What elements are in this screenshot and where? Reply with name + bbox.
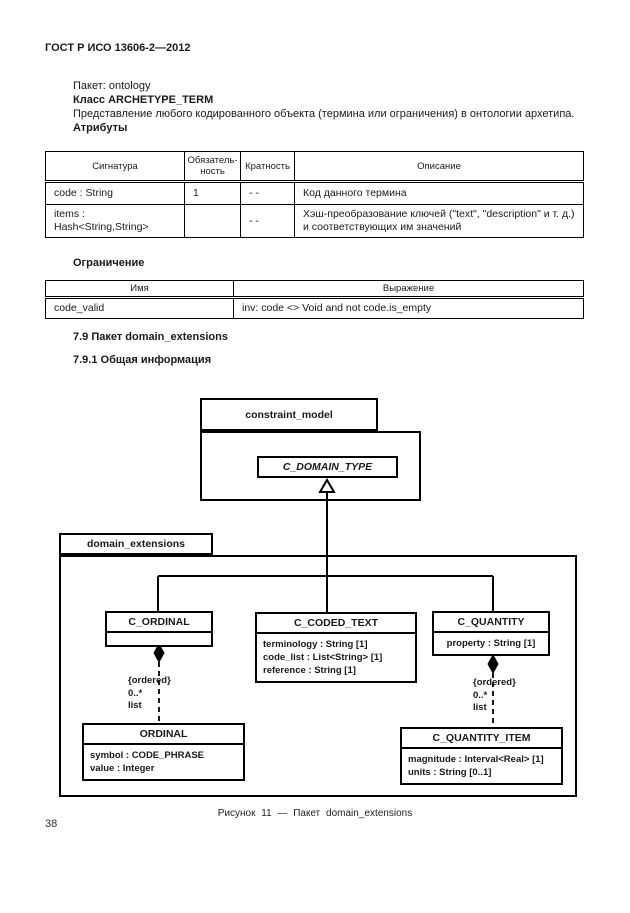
class-name: C_QUANTITY <box>434 613 548 633</box>
cell-mandatory <box>184 204 241 238</box>
class-attributes: terminology : String [1] code_list : Lis… <box>257 634 415 681</box>
class-c-quantity: C_QUANTITY property : String [1] <box>432 611 550 656</box>
association-multiplicity: 0..* <box>473 689 488 701</box>
generalization-arrow <box>318 478 336 493</box>
class-attribute: units : String [0..1] <box>408 767 492 778</box>
section-7-9-1: 7.9.1 Общая информация <box>73 354 212 366</box>
cell-expression: inv: code <> Void and not code.is_empty <box>233 297 584 319</box>
cell-description: Хэш-преобразование ключей ("text", "desc… <box>294 204 584 238</box>
col-description: Описание <box>294 151 584 183</box>
package-label: domain_extensions <box>86 538 186 550</box>
package-body-domain-extensions <box>59 555 577 797</box>
attributes-table: Сигнатура Обязатель­ность Кратность Опис… <box>45 151 584 238</box>
table-row: code_valid inv: code <> Void and not cod… <box>45 297 584 319</box>
diagram-connectors <box>153 478 499 727</box>
doc-header: ГОСТ Р ИСО 13606-2—2012 <box>45 42 191 54</box>
cell-signature: code : String <box>45 181 185 205</box>
section-7-9: 7.9 Пакет domain_extensions <box>73 331 228 343</box>
col-signature: Сигнатура <box>45 151 185 183</box>
association-labels-right: {ordered} 0..* list <box>473 677 516 715</box>
package-tab-domain-extensions: domain_extensions <box>59 533 213 555</box>
association-multiplicity: 0..* <box>128 687 143 699</box>
class-attribute: code_list : List<String> [1] <box>263 652 383 663</box>
class-attribute: property : String [1] <box>446 638 536 649</box>
class-attribute: symbol : CODE_PHRASE <box>90 750 205 761</box>
class-line: Класс ARCHETYPE_TERM <box>73 94 214 106</box>
cell-cardinality: - - <box>240 204 295 238</box>
class-name: C_CODED_TEXT <box>257 614 415 634</box>
constraint-table: Имя Выражение code_valid inv: code <> Vo… <box>45 280 584 319</box>
class-name: ORDINAL <box>84 725 243 745</box>
class-name: C_ORDINAL <box>107 613 211 633</box>
col-name: Имя <box>45 280 234 299</box>
class-c-quantity-item: C_QUANTITY_ITEM magnitude : Interval<Rea… <box>400 727 563 785</box>
class-c-ordinal: C_ORDINAL <box>105 611 213 647</box>
class-attribute: magnitude : Interval<Real> [1] <box>408 754 544 765</box>
class-name: C_DOMAIN_TYPE <box>282 461 373 473</box>
class-c-coded-text: C_CODED_TEXT terminology : String [1] co… <box>255 612 417 683</box>
class-attribute: reference : String [1] <box>263 665 356 676</box>
class-attributes: property : String [1] <box>434 633 548 654</box>
col-cardinality: Кратность <box>240 151 295 183</box>
package-line: Пакет: ontology <box>73 80 151 92</box>
class-attributes: symbol : CODE_PHRASE value : Integer <box>84 745 243 779</box>
class-description: Представление любого кодированного объек… <box>73 108 575 120</box>
uml-diagram: constraint_model C_DOMAIN_TYPE domain_ex… <box>50 395 580 807</box>
class-attributes: magnitude : Interval<Real> [1] units : S… <box>402 749 561 783</box>
cell-description: Код данного термина <box>294 181 584 205</box>
class-attribute: value : Integer <box>90 763 155 774</box>
cell-signature: items : Hash<String,String> <box>45 204 185 238</box>
col-mandatory: Обязатель­ность <box>184 151 241 183</box>
package-body-constraint-model <box>200 431 421 501</box>
attributes-heading: Атрибуты <box>73 122 128 134</box>
page-number: 38 <box>45 818 58 830</box>
association-role: list <box>128 700 142 711</box>
package-label: constraint_model <box>245 408 333 421</box>
constraint-heading: Ограничение <box>73 257 145 269</box>
association-role: list <box>473 702 487 713</box>
class-c-domain-type: C_DOMAIN_TYPE <box>257 456 398 478</box>
association-stereotype: {ordered} <box>473 677 516 688</box>
cell-mandatory: 1 <box>184 181 241 205</box>
table-row: items : Hash<String,String> - - Хэш-прео… <box>45 204 584 238</box>
class-ordinal: ORDINAL symbol : CODE_PHRASE value : Int… <box>82 723 245 781</box>
figure-caption: Рисунок 11 — Пакет domain_extensions <box>217 808 413 819</box>
composition-diamond <box>487 653 499 675</box>
attributes-table-header-row: Сигнатура Обязатель­ность Кратность Опис… <box>45 151 584 183</box>
constraint-table-header-row: Имя Выражение <box>45 280 584 299</box>
class-name: C_QUANTITY_ITEM <box>402 729 561 749</box>
intro-block: Пакет: ontology Класс ARCHETYPE_TERM Пре… <box>73 79 574 135</box>
association-stereotype: {ordered} <box>128 675 171 686</box>
table-row: code : String 1 - - Код данного термина <box>45 181 584 205</box>
class-attributes <box>107 633 211 645</box>
cell-cardinality: - - <box>240 181 295 205</box>
package-tab-constraint-model: constraint_model <box>200 398 378 431</box>
class-attribute: terminology : String [1] <box>263 639 368 650</box>
cell-name: code_valid <box>45 297 234 319</box>
association-labels-left: {ordered} 0..* list <box>128 675 171 713</box>
col-expression: Выражение <box>233 280 584 299</box>
